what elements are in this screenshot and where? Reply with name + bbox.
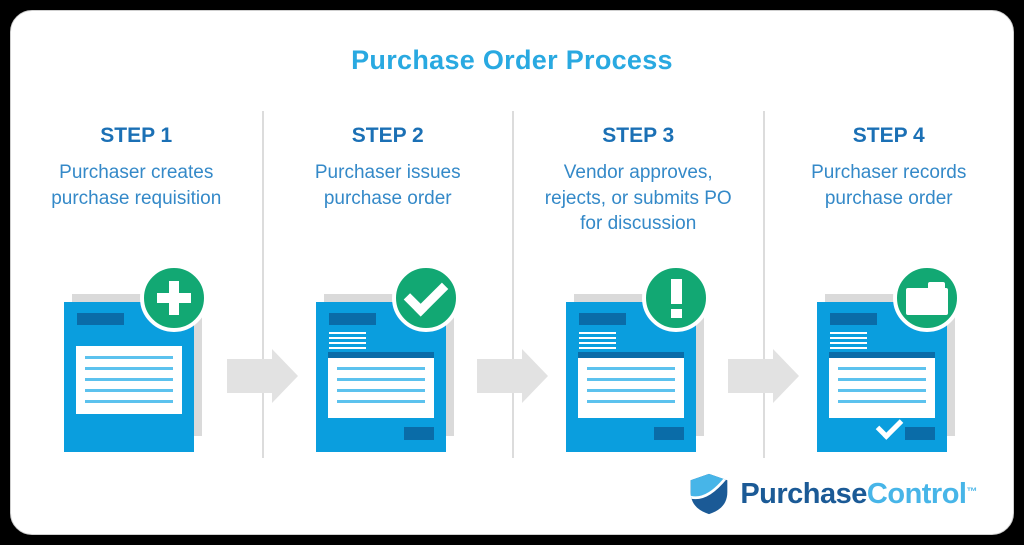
document-panel bbox=[578, 352, 685, 418]
step-column-3: STEP 3 Vendor approves, rejects, or subm… bbox=[512, 111, 763, 458]
panel-header-strip bbox=[828, 352, 935, 358]
document-title-bar bbox=[328, 313, 376, 325]
document-title-bar bbox=[579, 313, 627, 325]
document-corner-rect bbox=[654, 427, 685, 440]
step-column-1: STEP 1 Purchaser creates purchase requis… bbox=[11, 111, 262, 458]
logo-text-secondary: Control bbox=[866, 477, 967, 510]
document-address-lines bbox=[579, 332, 617, 352]
page-title: Purchase Order Process bbox=[351, 45, 673, 75]
document-panel bbox=[828, 352, 935, 418]
document-panel bbox=[327, 352, 434, 418]
arrow-right-icon bbox=[477, 349, 548, 403]
folder-icon bbox=[892, 264, 961, 332]
trademark-symbol: ™ bbox=[966, 485, 978, 498]
step-3-description: Vendor approves, rejects, or submits PO … bbox=[544, 162, 732, 235]
document-illustration bbox=[558, 264, 718, 452]
logo-wordmark: PurchaseControl™ bbox=[740, 478, 977, 511]
panel-header-strip bbox=[578, 352, 685, 358]
arrow-right-icon bbox=[226, 349, 298, 403]
step-1-description: Purchaser creates purchase requisition bbox=[51, 162, 222, 209]
step-column-4: STEP 4 Purchaser records purchase order bbox=[762, 111, 1014, 458]
infographic-card: Purchase Order Process STEP 1 Purchaser … bbox=[10, 10, 1014, 535]
document-illustration bbox=[308, 264, 468, 452]
step-column-2: STEP 2 Purchaser issues purchase order bbox=[261, 111, 513, 458]
step-1-label: STEP 1 bbox=[100, 124, 173, 147]
step-2-description: Purchaser issues purchase order bbox=[314, 162, 461, 209]
document-illustration bbox=[809, 264, 969, 452]
step-3-label: STEP 3 bbox=[602, 124, 675, 147]
arrow-right-icon bbox=[727, 349, 799, 403]
plus-icon bbox=[140, 264, 209, 332]
document-corner-rect bbox=[403, 427, 434, 440]
steps-row: STEP 1 Purchaser creates purchase requis… bbox=[11, 111, 1013, 458]
document-panel bbox=[76, 346, 183, 414]
document-title-bar bbox=[77, 313, 125, 325]
document-illustration bbox=[56, 264, 216, 452]
document-address-lines bbox=[328, 332, 366, 352]
document-corner-rect bbox=[904, 427, 935, 440]
document-title-bar bbox=[829, 313, 877, 325]
step-4-description: Purchaser records purchase order bbox=[811, 162, 967, 209]
step-2-label: STEP 2 bbox=[351, 124, 424, 147]
check-icon bbox=[391, 264, 460, 332]
document-address-lines bbox=[829, 332, 867, 352]
purchasecontrol-logo: PurchaseControl™ bbox=[687, 472, 977, 516]
step-4-label: STEP 4 bbox=[852, 124, 925, 147]
logo-text-primary: Purchase bbox=[740, 477, 867, 510]
exclamation-icon bbox=[642, 264, 711, 332]
shield-logo-icon bbox=[690, 473, 728, 515]
panel-header-strip bbox=[327, 352, 434, 358]
